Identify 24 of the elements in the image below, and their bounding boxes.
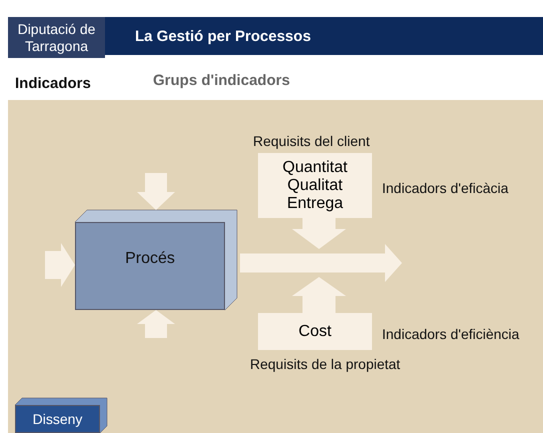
block-arrow bbox=[137, 173, 175, 210]
title-bar bbox=[105, 17, 543, 55]
requirement-box bbox=[258, 153, 372, 218]
block-arrow bbox=[292, 218, 346, 249]
node-text: Procés bbox=[125, 250, 175, 268]
process-block bbox=[75, 222, 225, 310]
block-arrow bbox=[137, 310, 175, 338]
node-text: Cost bbox=[298, 322, 332, 340]
node-text: Quantitat Qualitat Entrega bbox=[282, 158, 348, 212]
header-box bbox=[8, 17, 105, 58]
block-arrow bbox=[45, 243, 75, 287]
subtitle: Grups d'indicadors bbox=[153, 72, 290, 89]
section-label: Indicadors bbox=[15, 75, 91, 92]
node-text: Disseny bbox=[32, 411, 82, 427]
node-text: La Gestió per Processos bbox=[135, 28, 311, 44]
indicator-caption: Requisits del client bbox=[253, 133, 370, 149]
indicator-caption: Requisits de la propietat bbox=[250, 356, 400, 372]
indicator-caption: Indicadors d'eficàcia bbox=[382, 180, 508, 196]
requirement-box bbox=[258, 313, 372, 350]
indicator-caption: Indicadors d'eficiència bbox=[382, 326, 520, 342]
block-arrow bbox=[240, 244, 402, 282]
block-arrow bbox=[292, 277, 346, 313]
section-tab bbox=[15, 405, 100, 433]
node-text: Diputació de Tarragona bbox=[16, 20, 96, 54]
